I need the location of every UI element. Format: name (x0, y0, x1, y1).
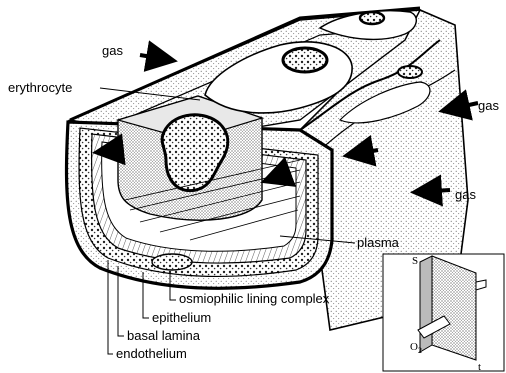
label-gas-right-bottom: gas (455, 187, 476, 202)
label-epithelium: epithelium (152, 310, 211, 325)
inset-slab-side (420, 256, 432, 352)
label-osmiophilic: osmiophilic lining complex (179, 291, 330, 306)
gas-arrow-right-bottom (418, 190, 450, 192)
label-plasma: plasma (357, 235, 400, 250)
label-endothelium: endothelium (116, 346, 187, 361)
inset-box: S O2 t (383, 254, 504, 373)
gas-arrow-top-left (140, 55, 170, 60)
internal-arrow-left (100, 150, 118, 152)
inset-label-t: t (478, 361, 481, 373)
label-gas-top-left: gas (102, 43, 123, 58)
inset-label-s: S (412, 255, 418, 267)
upper-cell-1-nucleus (283, 48, 327, 72)
inset-slab-front (432, 256, 476, 360)
wall-nucleus (152, 254, 192, 270)
label-erythrocyte: erythrocyte (8, 80, 72, 95)
label-gas-right-top: gas (478, 98, 499, 113)
label-basal-lamina: basal lamina (127, 328, 201, 343)
